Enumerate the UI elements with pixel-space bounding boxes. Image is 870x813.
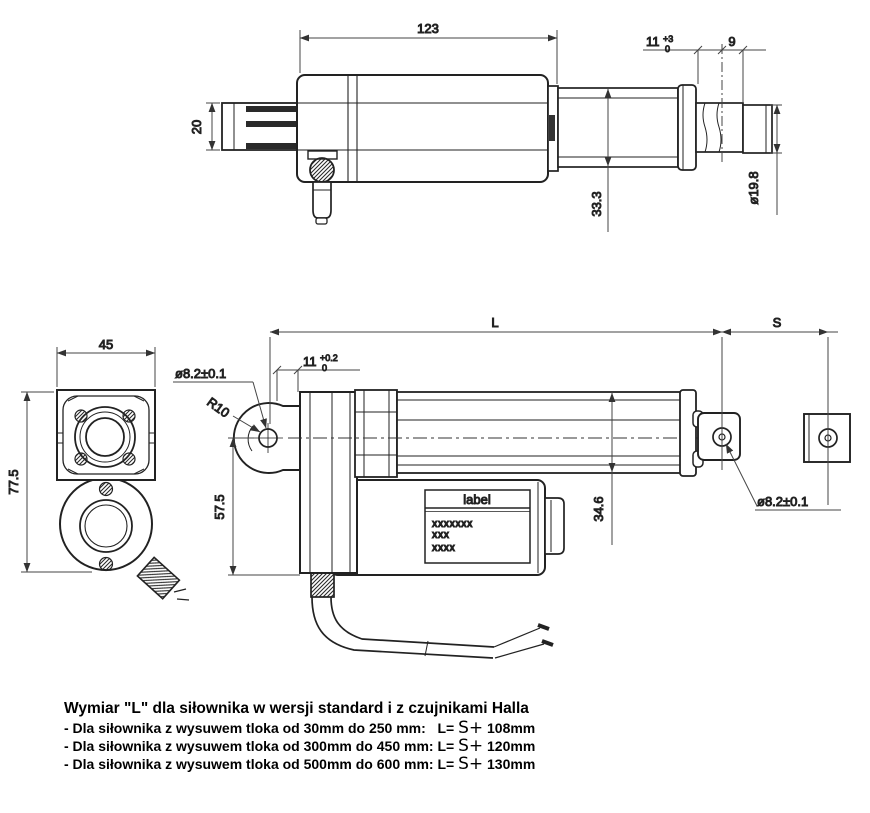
dim-11-main-sup: +0.2: [320, 353, 338, 363]
dim-hole-left: [173, 381, 267, 429]
piston-tube: [547, 84, 773, 172]
dim-346-label: 34.6: [591, 496, 606, 521]
dim-S-label: S: [773, 315, 782, 330]
gearbox-face: [56, 389, 156, 481]
dim-82-right-label: ø8.2±0.1: [757, 494, 808, 509]
dim-123-label: 123: [417, 21, 439, 36]
note-line-1-suffix: 108mm: [483, 720, 536, 736]
dim-20-label: 20: [189, 120, 204, 134]
dim-rod-diameter: [770, 104, 782, 215]
note-line-1-s: S+: [458, 718, 484, 738]
rear-clevis: [221, 102, 298, 151]
dim-face-height: [21, 391, 92, 573]
dim-body-height: [228, 437, 300, 576]
notes-block: Wymiar "L" dla siłownika w wersji standa…: [64, 700, 824, 774]
extended-bracket: [803, 413, 851, 463]
clamp-collar: [354, 389, 398, 478]
wire-connector: [136, 556, 190, 601]
dim-11-main-label: 11: [303, 354, 317, 369]
label-line-3: XXXX: [432, 544, 456, 553]
dim-top-length: [299, 30, 558, 84]
label-title: label: [463, 492, 491, 507]
motor-face: [79, 481, 133, 572]
dim-45-label: 45: [99, 337, 113, 352]
dim-clevis-thickness: [272, 365, 360, 401]
note-line-2-prefix: - Dla siłownika z wysuwem tloka od 300mm…: [64, 738, 459, 754]
notes-title: Wymiar "L" dla siłownika w wersji standa…: [64, 700, 529, 717]
note-line-2-s: S+: [458, 736, 484, 756]
note-line-1-prefix: - Dla siłownika z wysuwem tloka od 30mm …: [64, 720, 459, 736]
dim-11-top-label: 11: [646, 34, 660, 49]
label-plate: [424, 489, 531, 564]
actuator-technical-drawing: 123 11 +3 0 9 20 33.3: [6, 21, 851, 659]
dim-333-label: 33.3: [589, 191, 604, 216]
outer-tube: [396, 391, 688, 474]
dim-hole-right: [725, 443, 841, 511]
note-line-3: - Dla siłownika z wysuwem tloka od 500mm…: [64, 754, 824, 774]
dim-L-S: [269, 328, 838, 505]
note-line-2: - Dla siłownika z wysuwem tloka od 300mm…: [64, 736, 824, 756]
note-line-3-prefix: - Dla siłownika z wysuwem tloka od 500mm…: [64, 756, 459, 772]
note-line-2-suffix: 120mm: [483, 738, 536, 754]
dim-775-label: 77.5: [6, 469, 21, 494]
dim-face-width: [56, 347, 156, 387]
adjustment-pin: [307, 150, 338, 225]
dim-198-label: ø19.8: [746, 171, 761, 204]
dim-clevis-width: [206, 102, 220, 151]
gear-block: [299, 391, 358, 574]
dim-11-top-sup: +3: [663, 34, 673, 44]
main-view: label XXXXXXX XXX XXXX: [173, 315, 851, 659]
front-clevis: [232, 402, 301, 474]
note-line-3-s: S+: [458, 754, 484, 774]
label-line-1: XXXXXXX: [432, 520, 473, 529]
end-view: 45 77.5: [6, 337, 190, 601]
top-view: 123 11 +3 0 9 20 33.3: [189, 21, 782, 232]
rod-end-clevis: [679, 389, 741, 477]
dim-11-top-sub: 0: [665, 44, 670, 54]
dim-radius-leader: [232, 415, 261, 433]
dim-82-left-label: ø8.2±0.1: [175, 366, 226, 381]
dim-9-label: 9: [728, 34, 735, 49]
note-line-3-suffix: 130mm: [483, 756, 536, 772]
note-line-1: - Dla siłownika z wysuwem tloka od 30mm …: [64, 718, 824, 738]
actuator-body: [296, 74, 549, 183]
dim-11-main-sub: 0: [322, 363, 327, 373]
dim-rod-end: [643, 44, 766, 162]
cable-and-gland: [310, 572, 554, 659]
dim-r10-label: R10: [204, 394, 232, 420]
label-line-2: XXX: [432, 531, 450, 540]
dim-L-label: L: [491, 315, 498, 330]
dim-575-label: 57.5: [212, 494, 227, 519]
